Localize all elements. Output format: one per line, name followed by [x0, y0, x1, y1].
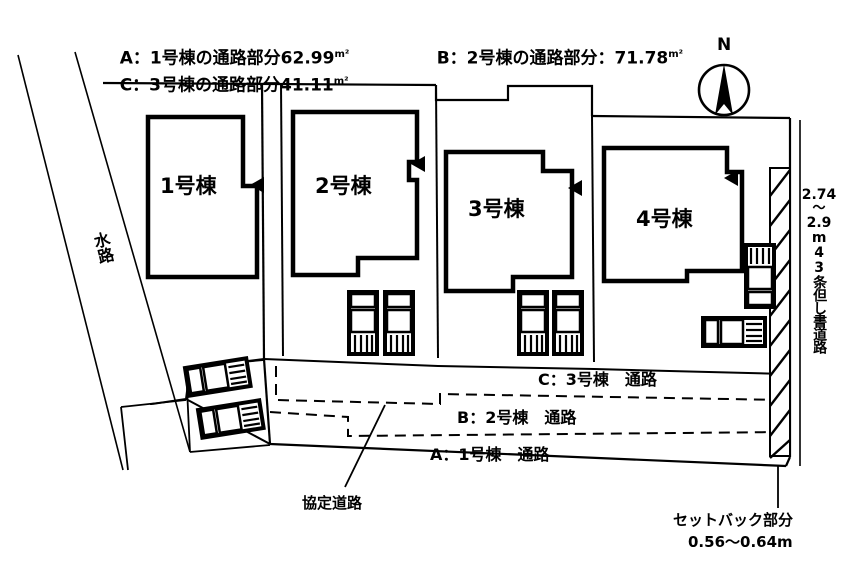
building-3-outline — [443, 149, 575, 294]
building-4-label: 4号棟 — [636, 207, 693, 231]
parking-space-lot4-vertical — [744, 243, 776, 309]
passage-band-top-edge — [263, 358, 787, 375]
header-passage-a-text: A：1号棟の通路部分62.99 — [119, 48, 335, 69]
building-3-label: 3号棟 — [468, 197, 525, 221]
parking-space-lot1-upper — [182, 356, 253, 398]
parking-space-lot3-left — [517, 290, 549, 356]
leader-line-agreement-road — [344, 404, 386, 488]
road-width-tilde: 〜 — [812, 201, 826, 217]
agreement-road-label: 協定道路 — [302, 494, 363, 512]
passage-b-label: B：2号棟 通路 — [457, 408, 577, 427]
parking-space-lot3-right — [552, 290, 584, 356]
building-2-label: 2号棟 — [315, 174, 372, 198]
lot-division-lines — [280, 83, 595, 363]
compass-north-icon — [697, 63, 751, 117]
passage-a-label: A：1号棟 通路 — [430, 445, 550, 464]
building-1-label: 1号棟 — [160, 174, 217, 198]
building-2-outline — [290, 109, 420, 278]
waterway-channel — [17, 51, 191, 471]
passage-c-boundary — [275, 366, 787, 406]
header-passage-c-unit: m² — [333, 76, 349, 88]
passage-c-label: C：3号棟 通路 — [538, 370, 657, 389]
building-2-entrance-arrow — [411, 156, 425, 172]
building-4-entrance-arrow — [724, 170, 738, 186]
header-passage-c-text: C：3号棟の通路部分41.11 — [119, 75, 334, 96]
header-passage-b: B：2号棟の通路部分：71.78m² — [413, 30, 683, 88]
header-passage-a-unit: m² — [334, 49, 350, 61]
header-passage-b-text: B：2号棟の通路部分：71.78 — [436, 48, 669, 69]
header-passage-a: A：1号棟の通路部分62.99m² — [96, 30, 350, 88]
parking-space-lot2-right — [383, 290, 415, 356]
road-width-upper: 2.74 — [801, 187, 837, 203]
header-passage-b-unit: m² — [668, 49, 684, 61]
building-3-entrance-arrow — [568, 180, 582, 196]
header-passage-c: C：3号棟の通路部分41.11m² — [96, 57, 349, 115]
compass-north-label: N — [717, 35, 732, 55]
parking-space-lot1-lower — [195, 398, 266, 440]
road-width-annotation: 2.74 〜 2.9 m43条但し書道路 — [798, 188, 840, 353]
setback-label-line2: 0.56〜0.64m — [688, 533, 793, 551]
building-4-outline — [601, 145, 745, 284]
road-code-note: m43条但し書道路 — [811, 229, 828, 353]
road-width-lower: 2.9 — [806, 214, 832, 231]
passage-b-boundary — [269, 411, 787, 438]
parking-space-lot2-left — [347, 290, 379, 356]
building-1-entrance-arrow — [250, 177, 264, 193]
setback-label-line1: セットバック部分 — [673, 511, 794, 529]
setback-strip — [769, 167, 791, 459]
parking-space-lot4-horizontal — [701, 316, 767, 348]
